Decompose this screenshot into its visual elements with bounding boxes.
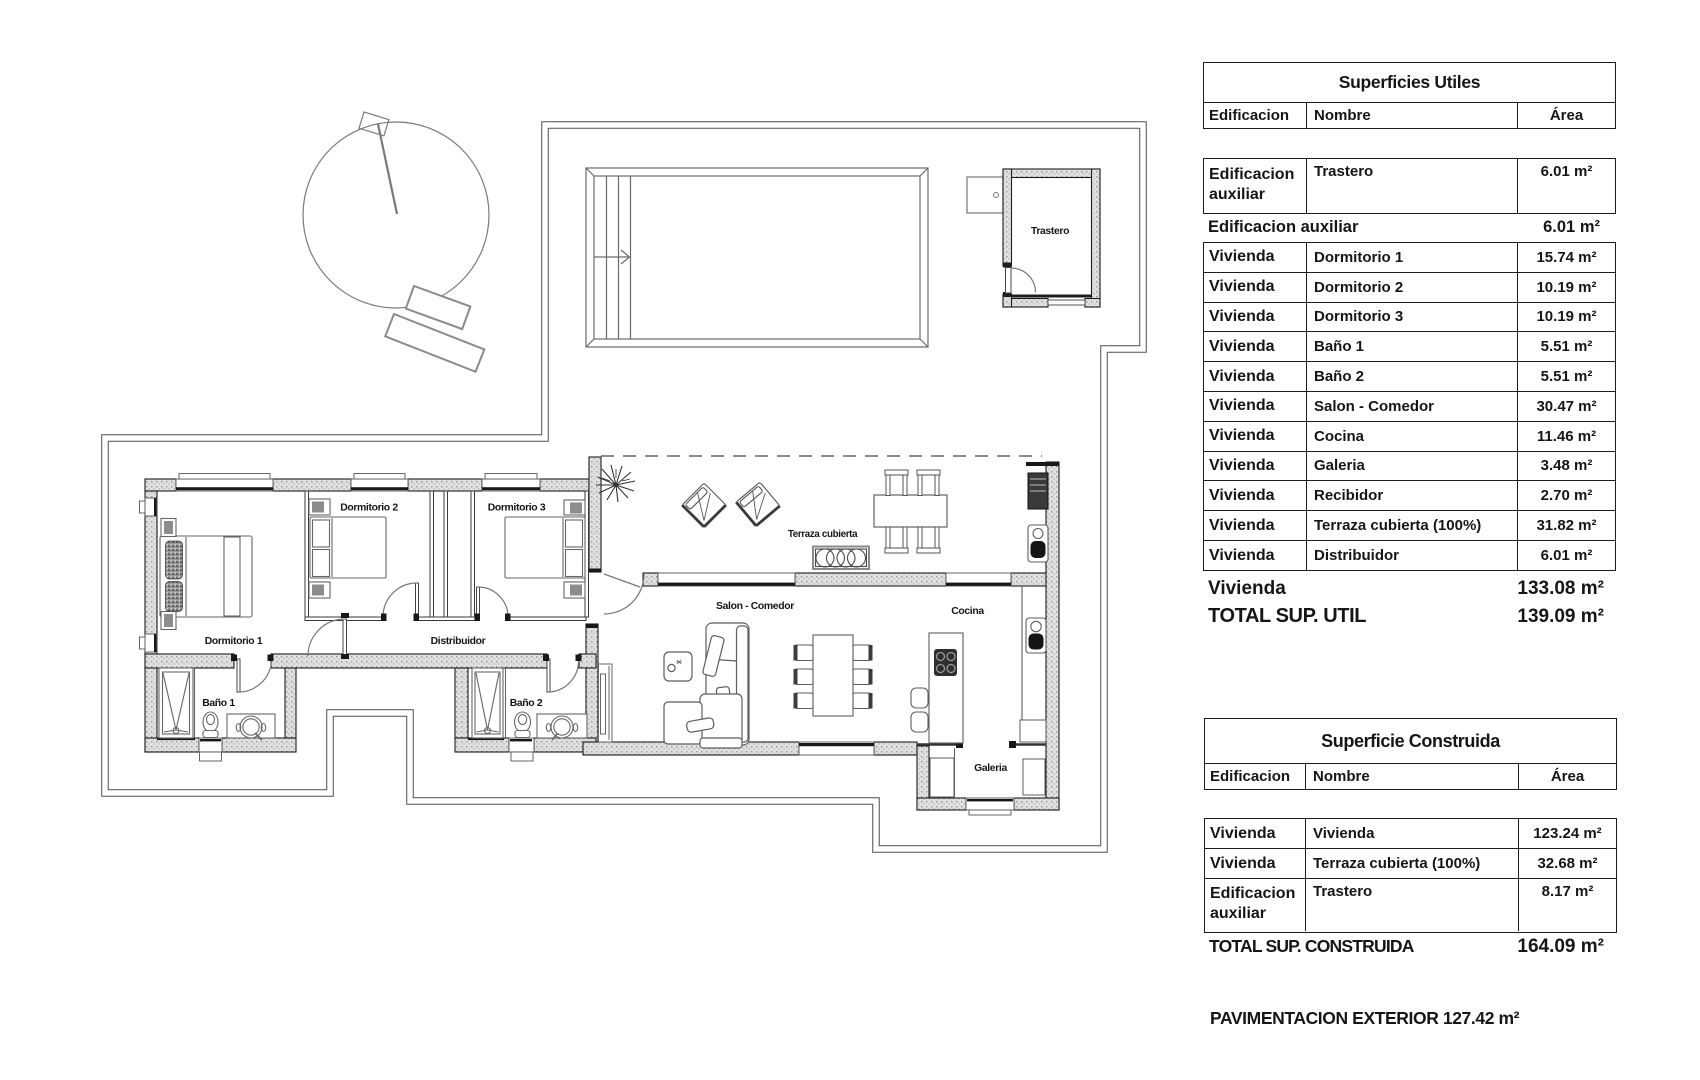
svg-text:Terraza cubierta: Terraza cubierta <box>788 529 858 540</box>
svg-text:Cocina: Cocina <box>951 606 984 617</box>
svg-text:Dormitorio 1: Dormitorio 1 <box>205 636 263 647</box>
svg-text:Distribuidor: Distribuidor <box>431 636 486 647</box>
svg-text:Baño 1: Baño 1 <box>202 698 235 709</box>
svg-text:Salon - Comedor: Salon - Comedor <box>716 601 794 612</box>
svg-text:Dormitorio 3: Dormitorio 3 <box>488 503 546 514</box>
svg-text:Dormitorio 2: Dormitorio 2 <box>340 503 398 514</box>
svg-text:Baño 2: Baño 2 <box>510 698 543 709</box>
svg-text:Trastero: Trastero <box>1031 226 1069 237</box>
svg-text:Galeria: Galeria <box>974 763 1007 774</box>
